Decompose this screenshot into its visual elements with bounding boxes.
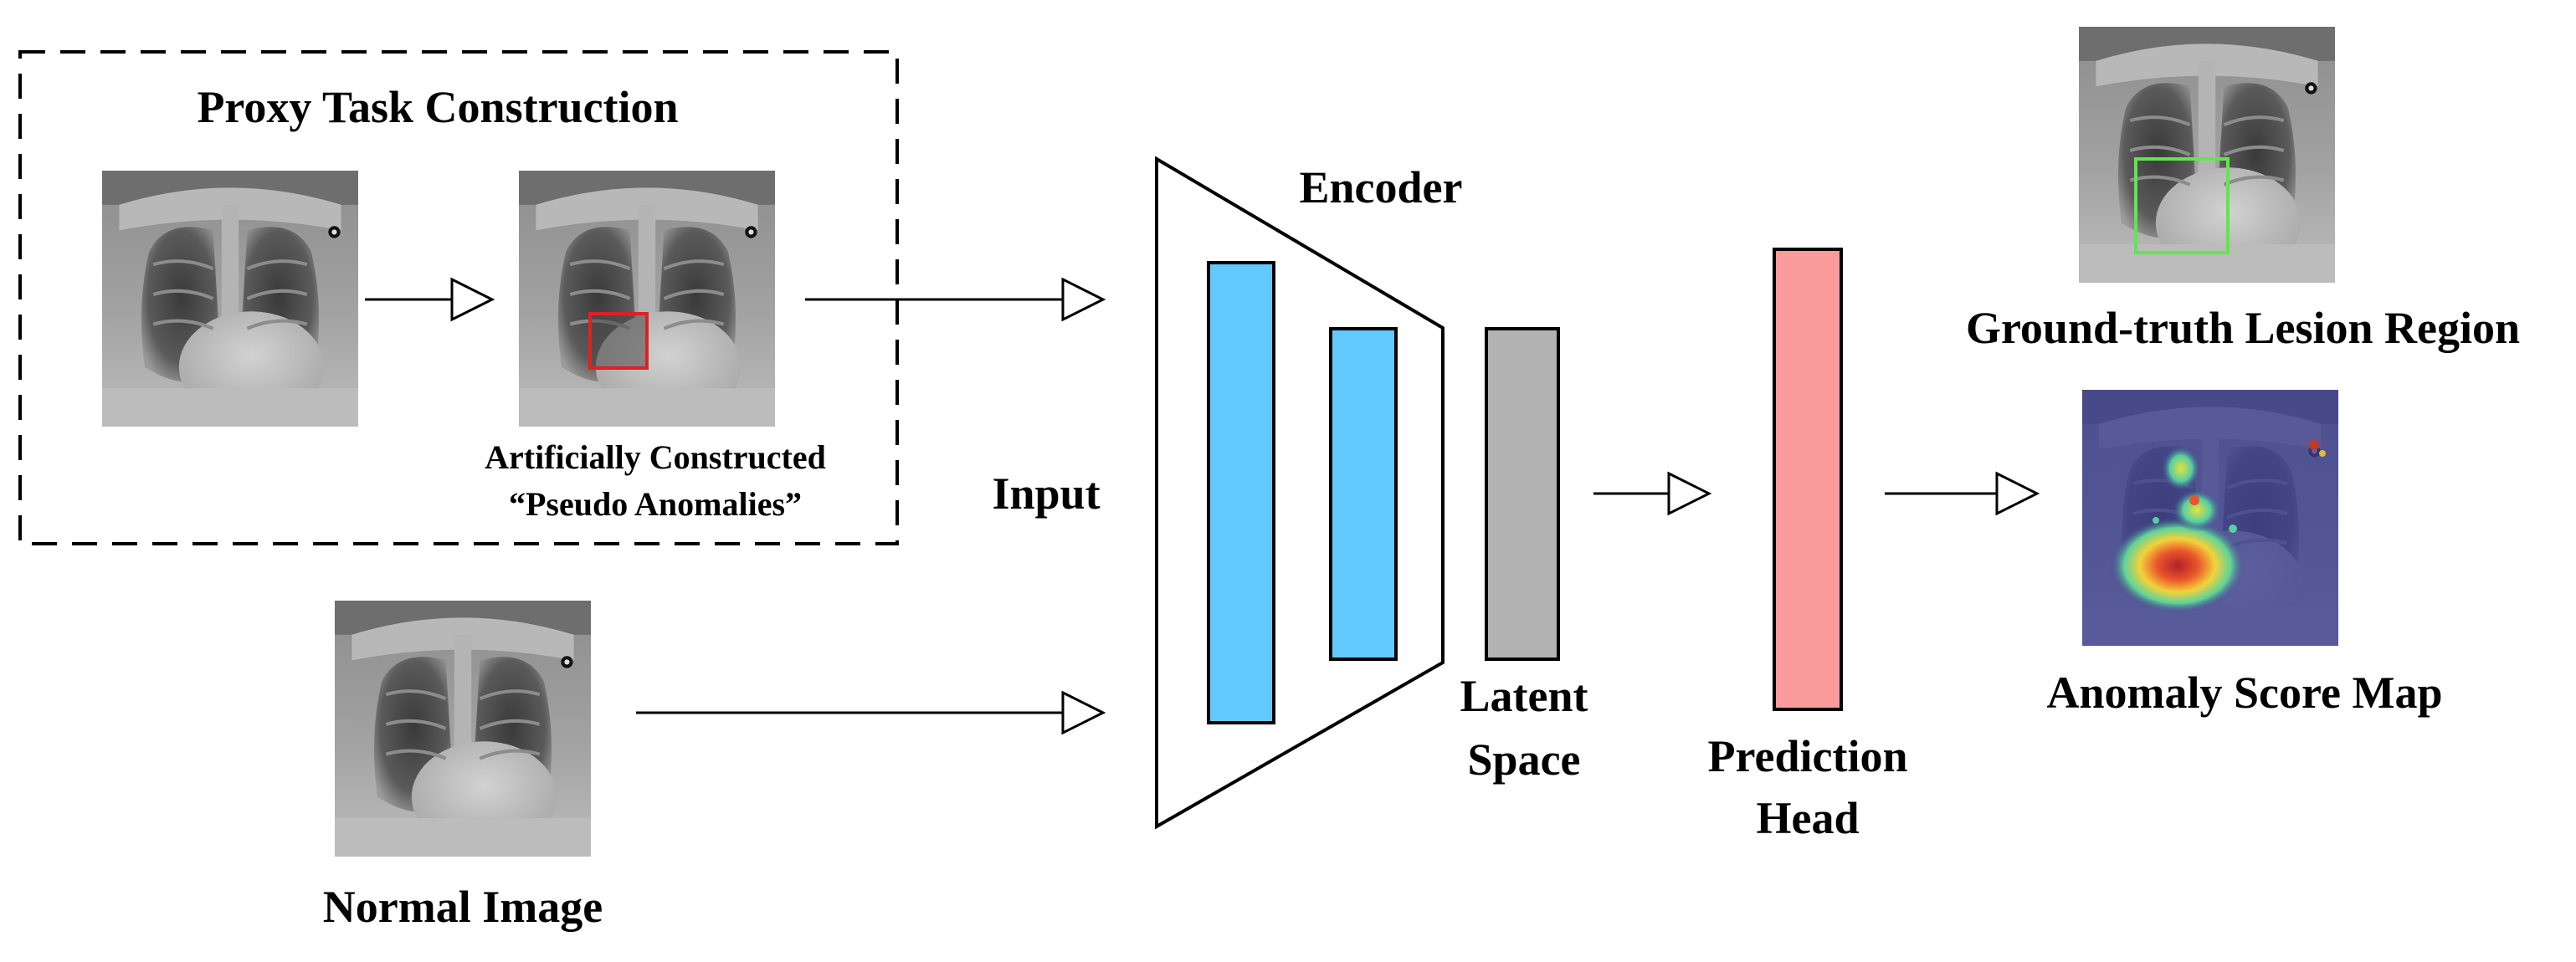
anomaly-score-map-image — [2082, 390, 2338, 646]
head-to-output-arrow — [1885, 471, 2040, 516]
proxy-arrow — [365, 277, 495, 322]
encoder-label: Encoder — [1300, 162, 1463, 212]
pseudo-anomaly-caption-line1: Artificially Constructed — [485, 438, 826, 476]
normal-image-label: Normal Image — [323, 882, 603, 932]
anomaly-score-map-label: Anomaly Score Map — [2047, 668, 2443, 718]
latent-space-block — [1485, 327, 1560, 661]
proxy-task-box — [18, 50, 899, 545]
normal-to-encoder-arrow — [636, 690, 1106, 735]
latent-label-line1: Latent — [1460, 671, 1588, 721]
source-xray-image — [102, 171, 358, 427]
pseudo-anomaly-xray-image — [519, 171, 775, 427]
latent-label-line2: Space — [1468, 734, 1581, 785]
input-label: Input — [992, 468, 1100, 519]
pseudo-anomaly-caption-line2: “Pseudo Anomalies” — [509, 485, 802, 523]
prediction-head-block — [1773, 248, 1843, 711]
head-label-line2: Head — [1756, 793, 1859, 843]
encoder-layer-2 — [1329, 327, 1398, 661]
ground-truth-lesion-box — [2134, 157, 2230, 254]
latent-to-head-arrow — [1593, 471, 1712, 516]
encoder-trapezoid — [1155, 156, 1445, 830]
pseudo-to-encoder-arrow — [805, 277, 1106, 322]
ground-truth-xray-image — [2079, 27, 2335, 283]
ground-truth-label: Ground-truth Lesion Region — [1966, 303, 2520, 353]
head-label-line1: Prediction — [1708, 731, 1908, 781]
encoder-layer-1 — [1207, 261, 1275, 724]
proxy-task-title: Proxy Task Construction — [197, 82, 678, 132]
pseudo-anomaly-box — [588, 312, 649, 370]
normal-xray-image — [335, 601, 591, 857]
